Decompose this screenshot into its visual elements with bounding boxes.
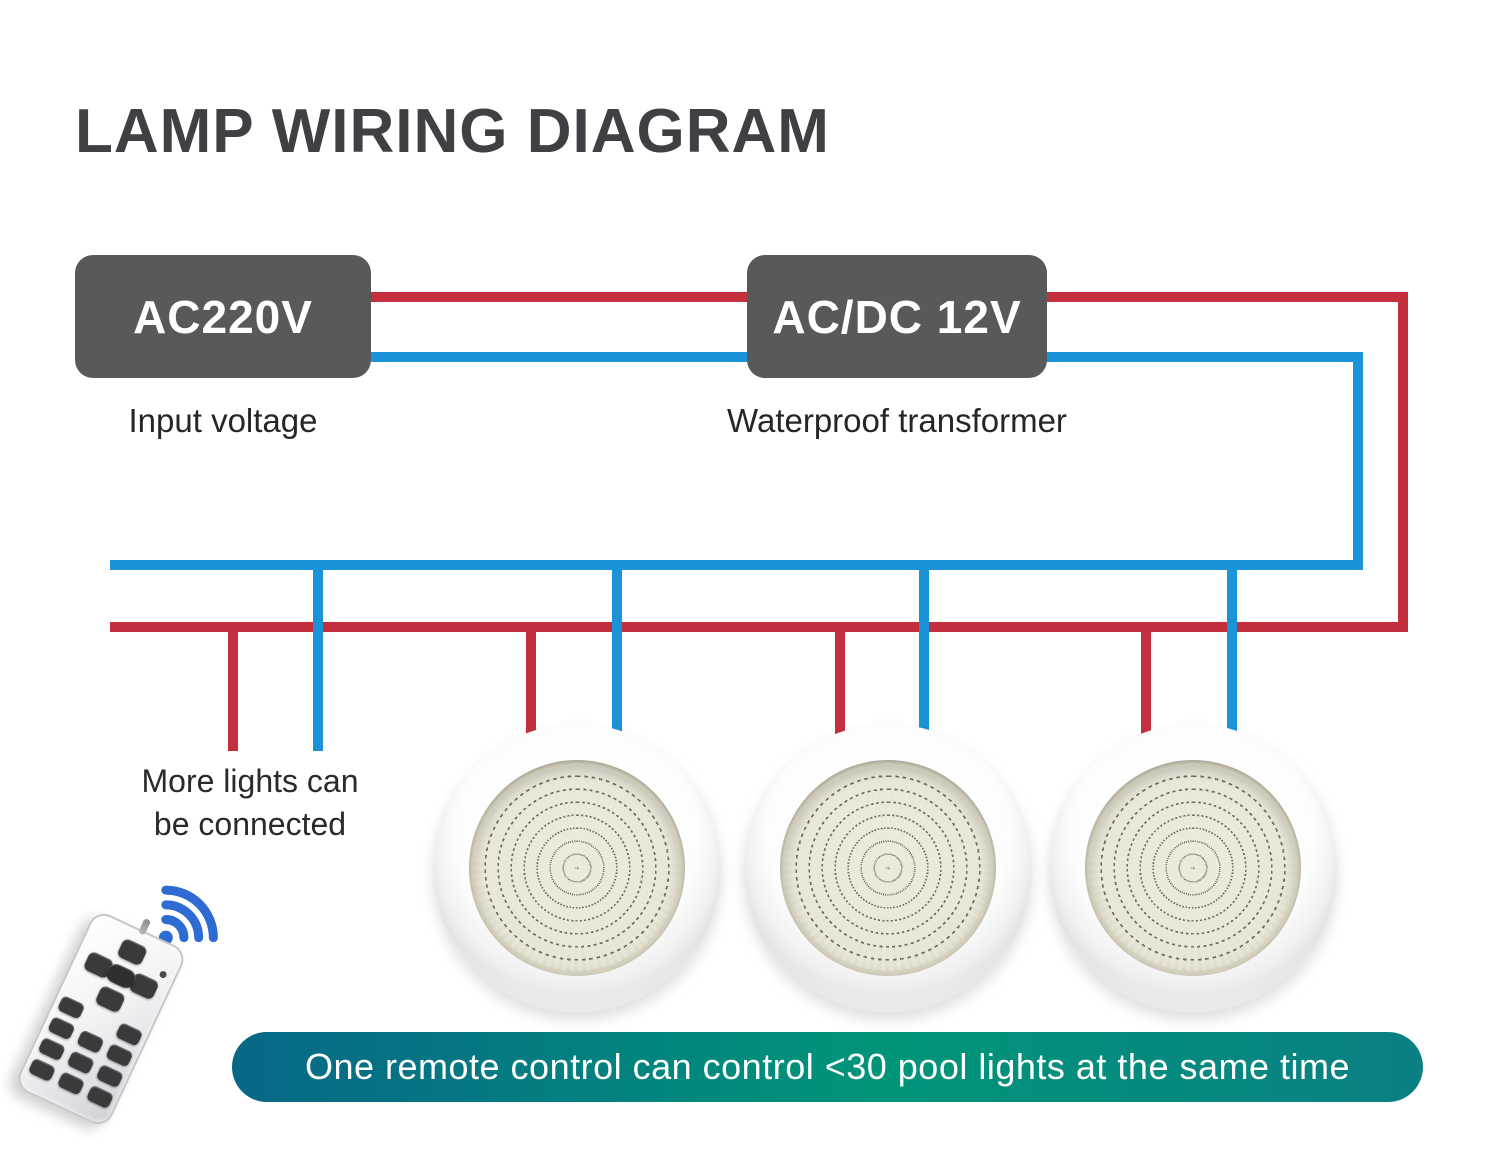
remote-key (76, 1029, 105, 1054)
remote-dpad-down-button (94, 984, 127, 1014)
more-lights-note-line1: More lights can (141, 763, 359, 799)
wire-blue-drop-spare (313, 570, 323, 751)
wire-red-drop-light-2 (835, 632, 845, 738)
wire-blue-drop-light-3 (1227, 570, 1237, 738)
remote-body (13, 908, 189, 1130)
wire-blue-right-vertical (1353, 352, 1363, 570)
remote-dpad-up-button (116, 937, 149, 967)
remote-key-spacer (18, 1078, 47, 1103)
wire-red-bus-horizontal (110, 622, 1408, 632)
pool-light-led-face (785, 765, 991, 971)
wire-blue-drop-light-1 (612, 570, 622, 738)
wire-blue-bus-horizontal (110, 560, 1363, 570)
remote-key (47, 1015, 76, 1041)
pool-light-led-face (1090, 765, 1296, 971)
wire-red-drop-light-3 (1141, 632, 1151, 738)
remote-key (66, 1050, 95, 1075)
page-title: LAMP WIRING DIAGRAM (75, 97, 830, 166)
wire-red-drop-spare (228, 632, 238, 751)
remote-capacity-banner-text: One remote control can control <30 pool … (304, 1046, 1351, 1087)
input-voltage-box: AC220V (75, 255, 371, 378)
pool-light-led-face (474, 765, 680, 971)
remote-key (37, 1036, 66, 1062)
remote-key (95, 1063, 124, 1089)
pool-light-2 (744, 724, 1032, 1012)
pool-light-1 (433, 724, 721, 1012)
pool-light-3 (1049, 724, 1337, 1012)
transformer-label: AC/DC 12V (772, 290, 1022, 343)
wire-red-drop-light-1 (526, 632, 536, 738)
remote-capacity-banner: One remote control can control <30 pool … (232, 1032, 1423, 1102)
remote-key (85, 1084, 115, 1110)
input-voltage-caption: Input voltage (128, 402, 318, 439)
input-voltage-label: AC220V (133, 290, 313, 343)
transformer-caption: Waterproof transformer (727, 402, 1067, 439)
more-lights-note-line2: be connected (153, 806, 347, 842)
transformer-box: AC/DC 12V (747, 255, 1047, 378)
remote-control (13, 855, 252, 1147)
remote-key (27, 1057, 57, 1083)
more-lights-note: More lights can be connected (100, 760, 400, 846)
remote-key (105, 1042, 134, 1068)
remote-key (56, 1071, 86, 1096)
wire-red-right-vertical (1398, 292, 1408, 632)
wire-blue-drop-light-2 (919, 570, 929, 738)
